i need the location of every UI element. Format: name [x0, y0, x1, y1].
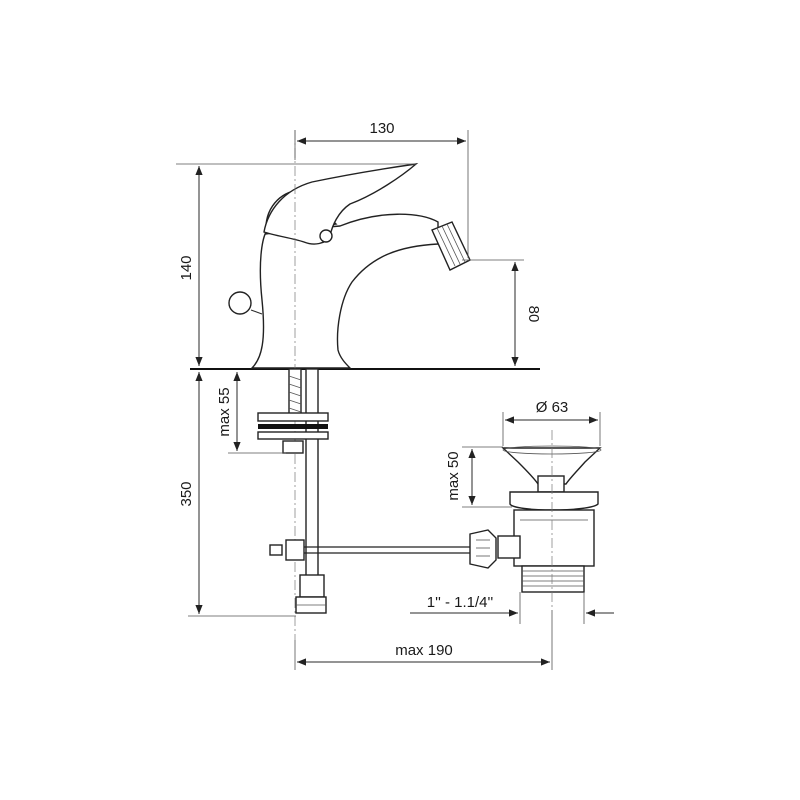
drain-assembly: [469, 445, 602, 593]
dim-label-140: 140: [178, 255, 195, 280]
dimension-drain-thread: 1'' - 1.1/4'': [410, 592, 614, 624]
dimension-max-reach: max 190: [294, 610, 553, 670]
dim-label-max-55: max 55: [216, 387, 233, 436]
faucet-body: [228, 162, 471, 369]
dimension-spout-reach: 130: [294, 120, 469, 258]
dimension-faucet-height: 140: [176, 163, 416, 366]
dim-label-thread: 1'' - 1.1/4'': [427, 594, 494, 611]
dimension-spout-height: 80: [462, 259, 542, 366]
dim-label-diameter-63: Ø 63: [536, 399, 569, 416]
popup-knob: [228, 291, 252, 315]
mounting-assembly: [257, 368, 329, 614]
dim-label-max-190: max 190: [395, 642, 453, 659]
dimension-drain-diameter: Ø 63: [502, 399, 601, 446]
dim-label-130: 130: [369, 120, 394, 137]
dim-label-350: 350: [178, 481, 195, 506]
dimension-max-deck-thickness: max 55: [216, 372, 286, 454]
dim-label-80: 80: [525, 306, 542, 323]
dimension-supply-length: 350: [178, 372, 296, 617]
dim-label-max-50: max 50: [445, 451, 462, 500]
dimension-drain-max: max 50: [445, 446, 512, 508]
lever-handle: [263, 162, 419, 245]
